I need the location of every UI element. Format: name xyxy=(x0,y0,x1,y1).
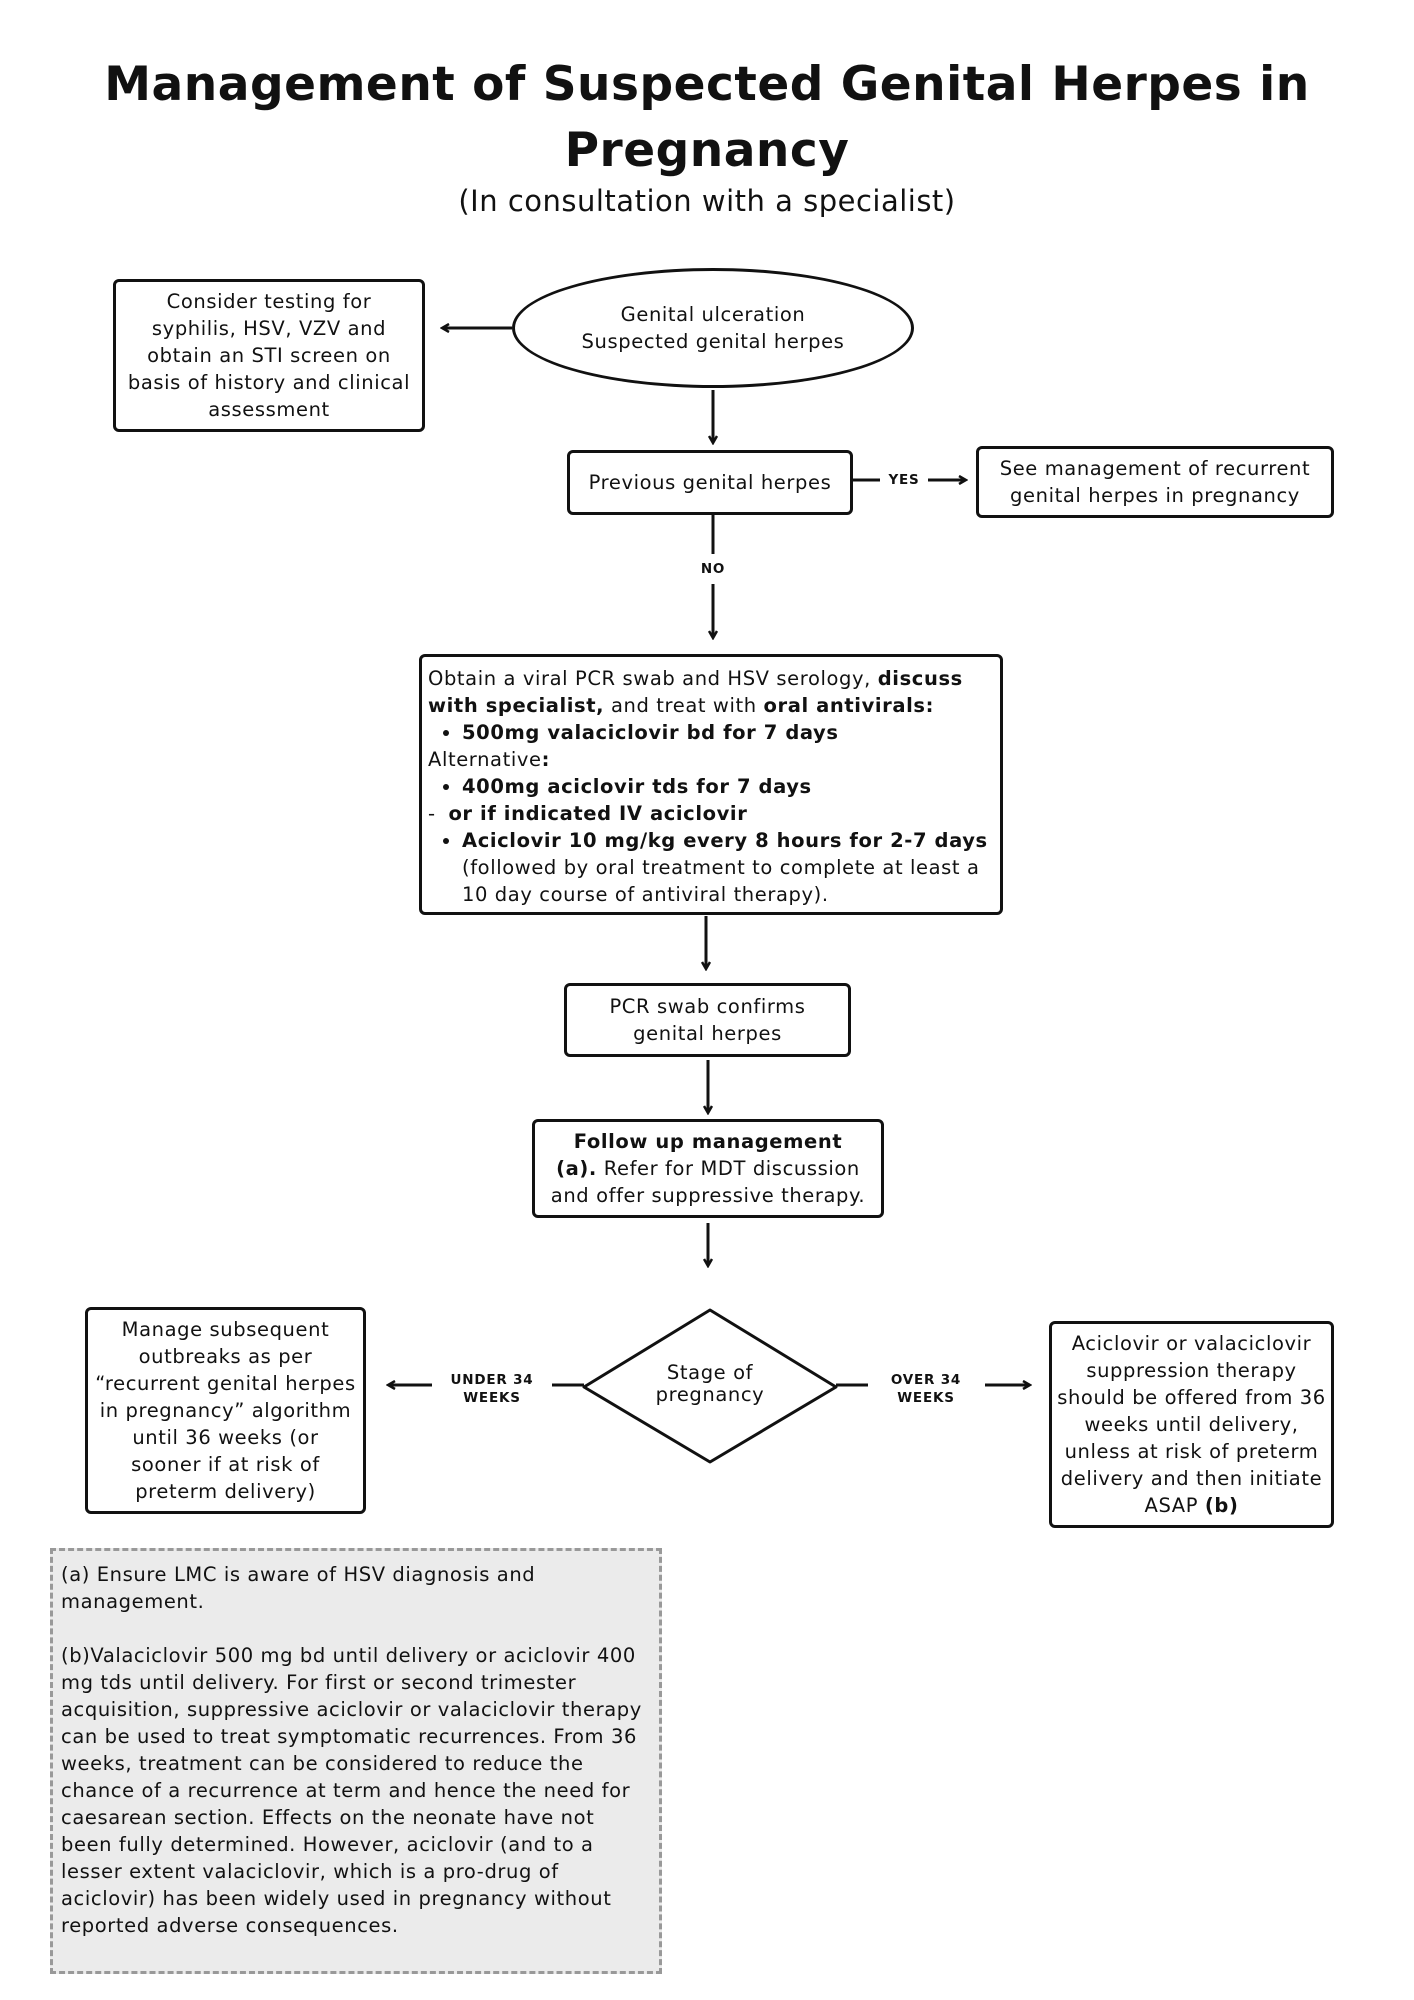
bullet-aciclovir-iv: Aciclovir 10 mg/kg every 8 hours for 2-7… xyxy=(462,827,994,854)
over34-text-body: Aciclovir or valaciclovir suppression th… xyxy=(1057,1332,1326,1517)
yes-label: YES xyxy=(888,472,920,488)
treatment-intro-d: oral antivirals: xyxy=(763,694,935,717)
treatment-list-2: 400mg aciclovir tds for 7 days xyxy=(428,773,994,800)
over34-box: Aciclovir or valaciclovir suppression th… xyxy=(1049,1321,1334,1528)
alternative-colon: : xyxy=(541,748,550,771)
pcr-confirm-text: PCR swab confirms genital herpes xyxy=(609,995,806,1045)
footnote-b: (b)Valaciclovir 500 mg bd until delivery… xyxy=(61,1644,642,1937)
page-title: Management of Suspected Genital Herpes i… xyxy=(104,57,1310,178)
start-line2: Suspected genital herpes xyxy=(581,330,845,353)
bullet-valaciclovir: 500mg valaciclovir bd for 7 days xyxy=(462,719,994,746)
pcr-confirm-box: PCR swab confirms genital herpes xyxy=(564,983,851,1057)
start-line1: Genital ulceration xyxy=(620,303,806,326)
under34-box: Manage subsequent outbreaks as per “recu… xyxy=(85,1307,366,1514)
page-subtitle: (In consultation with a specialist) xyxy=(458,184,956,218)
under34-label: UNDER 34 WEEKS xyxy=(436,1371,548,1407)
over34-label-line2: WEEKS xyxy=(897,1390,955,1406)
testing-box: Consider testing for syphilis, HSV, VZV … xyxy=(113,279,425,432)
over34-text: Aciclovir or valaciclovir suppression th… xyxy=(1056,1330,1327,1519)
under34-label-line1: UNDER 34 xyxy=(450,1372,534,1388)
treatment-intro: Obtain a viral PCR swab and HSV serology… xyxy=(428,665,994,719)
followup-heading: Follow up management xyxy=(573,1130,843,1153)
footnotes-box: (a) Ensure LMC is aware of HSV diagnosis… xyxy=(50,1548,662,1974)
footnote-a: (a) Ensure LMC is aware of HSV diagnosis… xyxy=(61,1563,536,1613)
followup-ref: (a). xyxy=(556,1157,597,1180)
recurrent-reference-box: See management of recurrent genital herp… xyxy=(976,446,1334,518)
over34-label: OVER 34 WEEKS xyxy=(870,1371,982,1407)
followup-box: Follow up management (a). Refer for MDT … xyxy=(532,1119,884,1218)
stage-diamond xyxy=(582,1308,838,1464)
treatment-box: Obtain a viral PCR swab and HSV serology… xyxy=(419,654,1003,915)
previous-herpes-box: Previous genital herpes xyxy=(567,450,853,515)
recurrent-reference-text: See management of recurrent genital herp… xyxy=(999,457,1311,507)
followup-body: (a). Refer for MDT discussion and offer … xyxy=(541,1155,875,1209)
alternative-word: Alternative xyxy=(428,748,542,771)
treatment-list-3: Aciclovir 10 mg/kg every 8 hours for 2-7… xyxy=(428,827,994,854)
previous-herpes-text: Previous genital herpes xyxy=(588,471,832,494)
bullet-aciclovir-oral: 400mg aciclovir tds for 7 days xyxy=(462,773,994,800)
over34-ref: (b) xyxy=(1204,1494,1239,1517)
treatment-intro-c: and treat with xyxy=(604,694,764,717)
treatment-intro-b: discuss with specialist, xyxy=(428,667,963,717)
no-label: NO xyxy=(700,561,726,577)
under34-text: Manage subsequent outbreaks as per “recu… xyxy=(95,1318,356,1503)
stage-text: Stage of pregnancy xyxy=(620,1362,800,1406)
testing-text: Consider testing for syphilis, HSV, VZV … xyxy=(127,290,411,421)
start-oval: Genital ulceration Suspected genital her… xyxy=(512,268,914,388)
followup-oral-note: (followed by oral treatment to complete … xyxy=(462,856,980,906)
iv-dash: - xyxy=(428,802,443,825)
treatment-list-1: 500mg valaciclovir bd for 7 days xyxy=(428,719,994,746)
iv-option-text: or if indicated IV aciclovir xyxy=(448,802,748,825)
stage-line1: Stage of xyxy=(666,1361,754,1384)
treatment-intro-a: Obtain a viral PCR swab and HSV serology… xyxy=(428,667,878,690)
iv-option: - or if indicated IV aciclovir xyxy=(428,800,994,827)
over34-label-line1: OVER 34 xyxy=(890,1372,962,1388)
under34-label-line2: WEEKS xyxy=(463,1390,521,1406)
alternative-label: Alternative: xyxy=(428,746,994,773)
followup-text: Refer for MDT discussion and offer suppr… xyxy=(550,1157,866,1207)
stage-line2: pregnancy xyxy=(655,1383,765,1406)
